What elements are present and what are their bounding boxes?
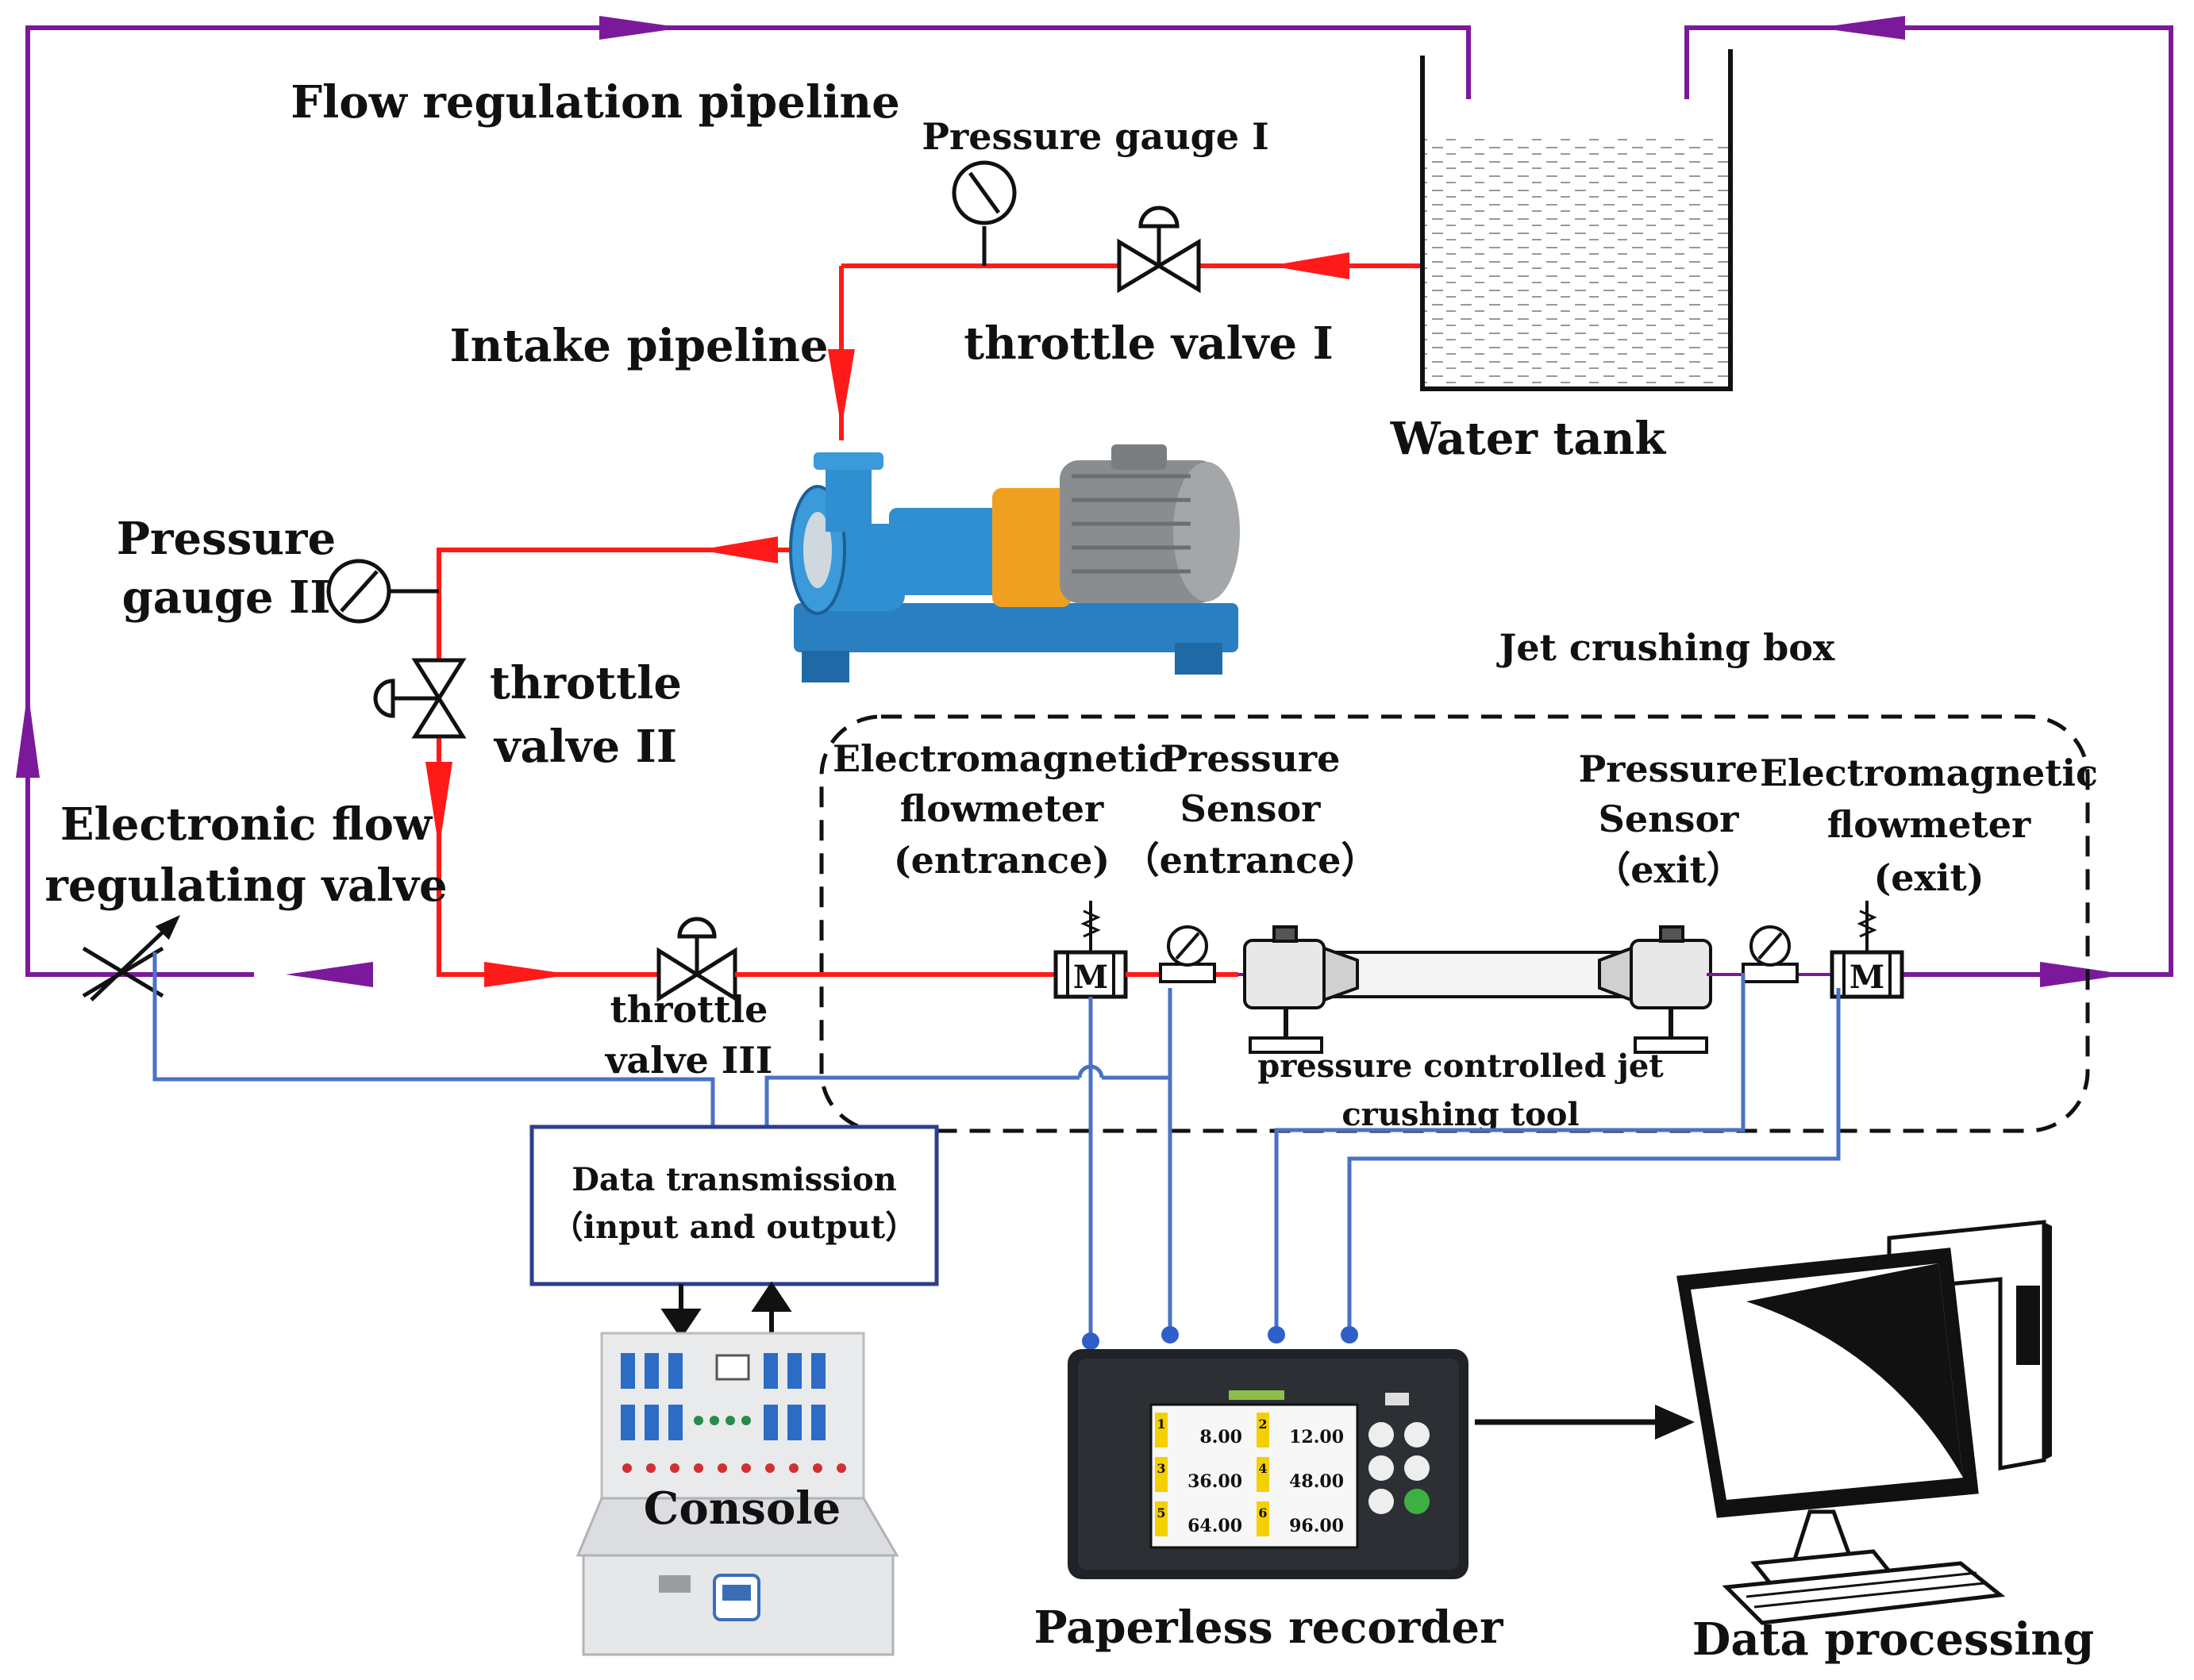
recorder-channel-tag bbox=[1257, 1501, 1269, 1536]
throttle-valve-1-label: throttle valve I bbox=[964, 317, 1334, 370]
data-transmission-label-line2: （input and output） bbox=[552, 1209, 917, 1246]
pressure-gauge-2-label-line2: gauge II bbox=[122, 571, 331, 624]
recorder-channel-number: 3 bbox=[1157, 1461, 1165, 1476]
data-transmission-box bbox=[529, 1124, 939, 1286]
flow-direction-arrows bbox=[16, 16, 2127, 987]
recorder-channel-number: 5 bbox=[1157, 1505, 1165, 1520]
data-transmission-label-line1: Data transmission bbox=[572, 1161, 897, 1198]
em-flowmeter-entrance-label-line2: flowmeter bbox=[900, 787, 1104, 830]
pressure-sensor-entrance-label-line1: Pressure bbox=[1161, 737, 1341, 780]
electronic-valve-label-line1: Electronic flow bbox=[60, 798, 433, 851]
flow-regulation-pipeline-label: Flow regulation pipeline bbox=[291, 76, 899, 129]
em-flowmeter-exit-label-line1: Electromagnetic bbox=[1760, 752, 2098, 794]
recorder-channel-number: 1 bbox=[1157, 1417, 1165, 1432]
recorder-channel-value: 12.00 bbox=[1289, 1427, 1344, 1447]
throttle-valve-2-icon bbox=[373, 658, 467, 739]
pressure-sensor-entrance-label-line2: Sensor bbox=[1180, 787, 1322, 830]
recorder-channel-value: 8.00 bbox=[1199, 1427, 1242, 1447]
pressure-gauge-2-label-line1: Pressure bbox=[117, 513, 336, 565]
signal-lines bbox=[152, 952, 1841, 1341]
em-flowmeter-exit-icon: M bbox=[1830, 901, 1904, 999]
throttle-valve-3-label-line2: valve III bbox=[605, 1039, 773, 1082]
pressure-sensor-exit-label-line3: （exit） bbox=[1594, 848, 1742, 891]
recorder-screen: 1 8.00 2 12.00 3 36.00 4 48.00 5 64.00 6 96.00 bbox=[1155, 1413, 1344, 1536]
pressure-sensor-exit-label-line1: Pressure bbox=[1579, 748, 1759, 790]
jet-tool-label-line2: crushing tool bbox=[1341, 1096, 1579, 1133]
pressure-sensor-entrance-icon bbox=[1126, 925, 1238, 983]
recorder-channel-value: 64.00 bbox=[1187, 1516, 1242, 1536]
recorder-channel-tag bbox=[1155, 1413, 1168, 1447]
recorder-channel-tag bbox=[1155, 1457, 1168, 1492]
em-flowmeter-entrance-label-line3: (entrance) bbox=[894, 839, 1110, 882]
intake-pipeline-label: Intake pipeline bbox=[449, 320, 828, 372]
jet-crushing-tool-icon bbox=[1243, 925, 1712, 1054]
water-tank-label: Water tank bbox=[1390, 413, 1667, 465]
throttle-valve-3-icon bbox=[656, 917, 737, 1002]
electronic-valve-label-line2: regulating valve bbox=[44, 859, 447, 912]
console-label: Console bbox=[644, 1482, 841, 1535]
throttle-valve-1-icon bbox=[1117, 206, 1201, 294]
electronic-flow-regulating-valve-icon bbox=[82, 914, 181, 1001]
data-processing-label: Data processing bbox=[1692, 1613, 2094, 1666]
em-flowmeter-exit-label-line3: (exit) bbox=[1874, 856, 1984, 899]
throttle-valve-2-label-line2: valve II bbox=[493, 721, 677, 773]
pressure-gauge-1-label: Pressure gauge I bbox=[922, 115, 1268, 158]
em-flowmeter-exit-label-line2: flowmeter bbox=[1827, 803, 2031, 846]
recorder-channel-value: 96.00 bbox=[1289, 1516, 1344, 1536]
throttle-valve-3-label-line1: throttle bbox=[610, 988, 768, 1031]
svg-text:M: M bbox=[1073, 959, 1108, 996]
pressure-sensor-exit-icon bbox=[1707, 925, 1834, 983]
console-icon bbox=[575, 1332, 899, 1656]
recorder-to-pc-arrow bbox=[1475, 1405, 1695, 1440]
recorder-keys bbox=[1368, 1422, 1430, 1514]
em-flowmeter-entrance-icon: M bbox=[1053, 901, 1128, 999]
recorder-channel-value: 48.00 bbox=[1289, 1471, 1344, 1492]
recorder-channel-tag bbox=[1257, 1457, 1269, 1492]
pressure-sensor-exit-label-line2: Sensor bbox=[1599, 798, 1740, 840]
signal-terminals bbox=[1082, 1326, 1358, 1350]
throttle-valve-2-label-line1: throttle bbox=[490, 657, 682, 709]
pipe-arrows-red bbox=[425, 252, 1349, 987]
recorder-channel-number: 2 bbox=[1258, 1417, 1267, 1432]
paperless-recorder-label: Paperless recorder bbox=[1033, 1601, 1504, 1654]
pressure-gauge-2-icon bbox=[326, 559, 439, 624]
recorder-channel-tag bbox=[1155, 1501, 1168, 1536]
recorder-channel-number: 4 bbox=[1258, 1461, 1267, 1476]
em-flowmeter-entrance-label-line1: Electromagnetic bbox=[833, 737, 1171, 780]
computer-icon bbox=[1676, 1220, 2052, 1625]
pressure-gauge-1-icon bbox=[952, 160, 1017, 266]
pressure-sensor-entrance-label-line3: （entrance） bbox=[1123, 839, 1378, 882]
water-tank bbox=[1420, 49, 1733, 391]
jet-tool-label-line1: pressure controlled jet bbox=[1257, 1048, 1664, 1085]
recorder-channel-value: 36.00 bbox=[1187, 1471, 1242, 1492]
svg-text:M: M bbox=[1850, 959, 1884, 996]
recorder-channel-number: 6 bbox=[1258, 1505, 1267, 1520]
recorder-channel-tag bbox=[1257, 1413, 1269, 1447]
centrifugal-pump-icon bbox=[789, 444, 1240, 682]
jet-crushing-box-label: Jet crushing box bbox=[1496, 626, 1835, 669]
